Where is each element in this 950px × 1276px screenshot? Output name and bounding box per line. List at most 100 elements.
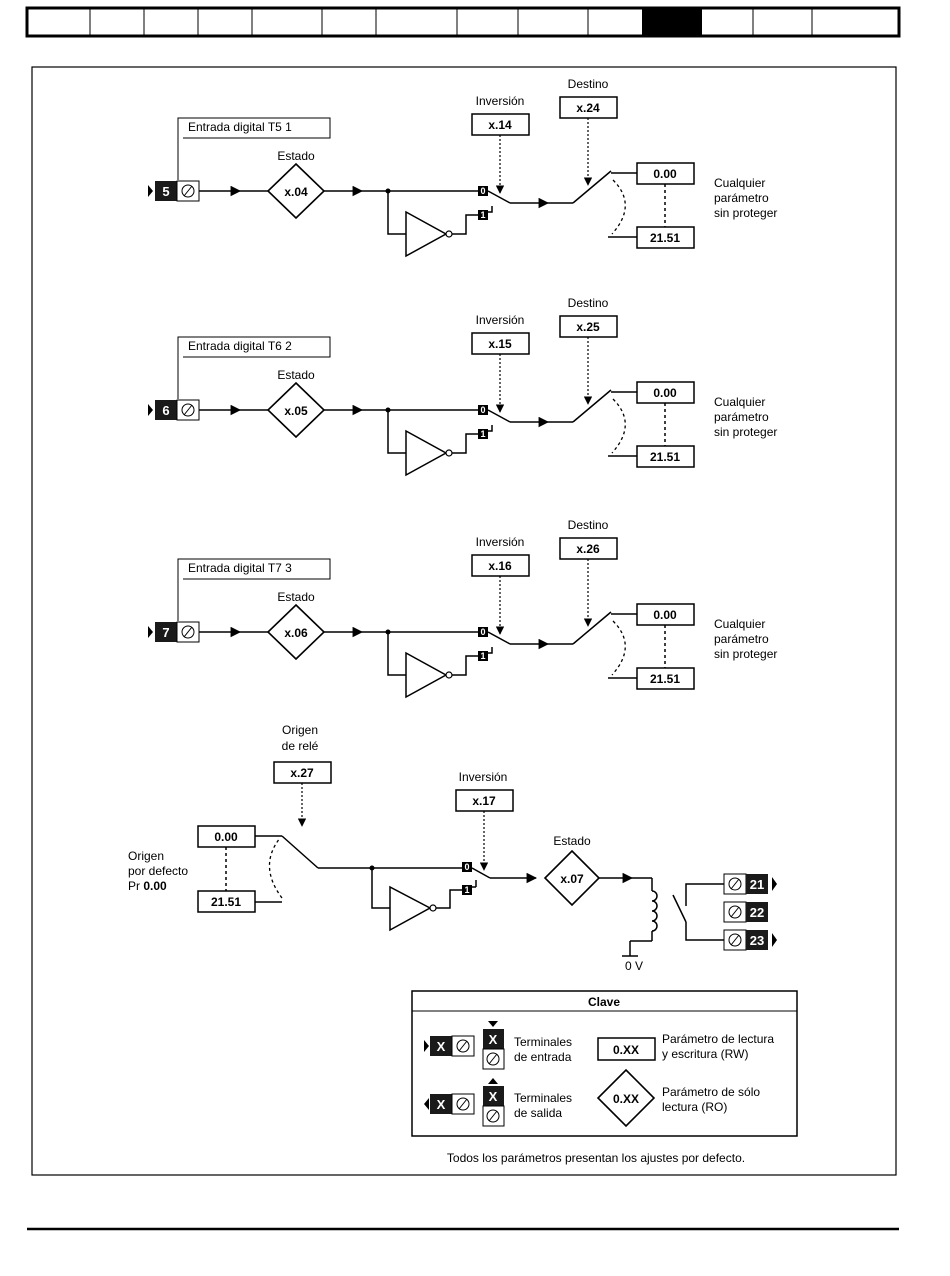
channel-7-state-param: x.06 (284, 626, 308, 640)
relay-switch-one: 1 (464, 885, 469, 895)
channel-6-state-label: Estado (277, 368, 315, 382)
input-terminal-7[interactable]: 7 (148, 621, 200, 643)
key-input-letter: X (437, 1039, 446, 1054)
channel-7-switch-one: 1 (480, 651, 485, 661)
top-tab-active (642, 8, 702, 36)
inverter-icon (405, 429, 448, 477)
key-rw-line2: y escritura (RW) (662, 1047, 748, 1061)
relay-inversion-label: Inversión (459, 770, 508, 784)
key-output-terminals-line1: Terminales (514, 1091, 572, 1105)
relay-switch-zero: 0 (464, 862, 469, 872)
channel-6-state-param: x.05 (284, 404, 308, 418)
channel-5-any-param-line2: parámetro (714, 191, 769, 205)
diagram-frame (31, 66, 897, 1176)
relay-terminal-23[interactable]: 23 (723, 929, 777, 951)
relay-terminal-21[interactable]: 21 (723, 873, 777, 895)
key-rw-line1: Parámetro de lectura (662, 1032, 774, 1046)
relay-source-label-line1: Origen (282, 723, 318, 737)
key-output-letter: X (437, 1097, 446, 1112)
channel-5-range-low: 0.00 (653, 167, 677, 181)
relay-source-label-line2: de relé (282, 739, 319, 753)
input-terminal-5[interactable]: 5 (148, 180, 200, 202)
relay-default-line1: Origen (128, 849, 164, 863)
channel-7-input-label: Entrada digital T7 3 (188, 561, 292, 575)
channel-6-range-low: 0.00 (653, 386, 677, 400)
channel-5-input-label: Entrada digital T5 1 (188, 120, 292, 134)
channel-6-inversion-param: x.15 (488, 337, 512, 351)
channel-7-inversion-label: Inversión (476, 535, 525, 549)
channel-7-any-param-line1: Cualquier (714, 617, 765, 631)
channel-6-switch-one: 1 (480, 429, 485, 439)
input-terminal-5-number: 5 (162, 184, 169, 199)
channel-6-dest-param: x.25 (576, 320, 600, 334)
relay-ground-label: 0 V (625, 959, 643, 973)
relay-section: Origen de relé x.27 0.00 21.51 Origen po… (128, 723, 777, 973)
relay-inversion-param: x.17 (472, 794, 496, 808)
relay-range-low: 0.00 (214, 830, 238, 844)
relay-coil-icon (651, 890, 658, 932)
input-terminal-6-number: 6 (162, 403, 169, 418)
key-input-terminals-line1: Terminales (514, 1035, 572, 1049)
channel-5-dest-param: x.24 (576, 101, 600, 115)
channel-6-input-label: Entrada digital T6 2 (188, 339, 292, 353)
key-output-terminals-line2: de salida (514, 1106, 562, 1120)
channel-row-5: Entrada digital T5 1 5 Estado x.04 0 1 Inversi… (148, 77, 777, 258)
channel-row-7: Entrada digital T7 3 7 Estado x.06 0 1 Inversi… (148, 518, 777, 699)
relay-terminal-22[interactable]: 22 (723, 901, 768, 923)
channel-5-switch-zero: 0 (480, 186, 485, 196)
channel-7-dest-param: x.26 (576, 542, 600, 556)
channel-row-6: Entrada digital T6 2 6 Estado x.05 0 1 Inversi… (148, 296, 777, 477)
key-ro-param: 0.XX (613, 1092, 639, 1106)
relay-state-label: Estado (553, 834, 591, 848)
channel-7-switch-zero: 0 (480, 627, 485, 637)
channel-6-switch-zero: 0 (480, 405, 485, 415)
relay-default-line3: Pr (128, 879, 143, 893)
key-input-letter-vertical: X (489, 1032, 498, 1047)
inverter-icon (405, 210, 448, 258)
channel-5-state-label: Estado (277, 149, 315, 163)
input-terminal-7-number: 7 (162, 625, 169, 640)
top-tab-bar (25, 6, 901, 38)
relay-range-high: 21.51 (211, 895, 241, 909)
relay-terminal-21-number: 21 (750, 877, 764, 892)
channel-6-dest-label: Destino (568, 296, 609, 310)
relay-source-param: x.27 (290, 766, 314, 780)
channel-5-any-param-line1: Cualquier (714, 176, 765, 190)
channel-5-inversion-param: x.14 (488, 118, 512, 132)
relay-terminal-23-number: 23 (750, 933, 764, 948)
channel-7-state-label: Estado (277, 590, 315, 604)
channel-5-state-param: x.04 (284, 185, 308, 199)
channel-5-range-high: 21.51 (650, 231, 680, 245)
relay-default-line2: por defecto (128, 864, 188, 878)
channel-5-inversion-label: Inversión (476, 94, 525, 108)
channel-6-range-high: 21.51 (650, 450, 680, 464)
key-rw-param: 0.XX (613, 1043, 639, 1057)
key-ro-line1: Parámetro de sólo (662, 1085, 760, 1099)
channel-6-any-param-line2: parámetro (714, 410, 769, 424)
channel-6-any-param-line3: sin proteger (714, 425, 777, 439)
key-legend: Clave X X Terminales de entrada X X Term… (411, 990, 798, 1137)
key-input-terminals-line2: de entrada (514, 1050, 572, 1064)
relay-contact-icon (672, 894, 687, 923)
channel-5-switch-one: 1 (480, 210, 485, 220)
key-ro-line2: lectura (RO) (662, 1100, 727, 1114)
channel-5-any-param-line3: sin proteger (714, 206, 777, 220)
relay-state-param: x.07 (560, 872, 584, 886)
channel-7-inversion-param: x.16 (488, 559, 512, 573)
channel-7-range-high: 21.51 (650, 672, 680, 686)
relay-terminal-22-number: 22 (750, 905, 764, 920)
channel-7-dest-label: Destino (568, 518, 609, 532)
inverter-icon (405, 651, 448, 699)
input-terminal-6[interactable]: 6 (148, 399, 200, 421)
key-title: Clave (588, 995, 620, 1009)
key-output-letter-vertical: X (489, 1089, 498, 1104)
channel-6-inversion-label: Inversión (476, 313, 525, 327)
footer-note: Todos los parámetros presentan los ajust… (447, 1151, 745, 1165)
svg-text:Pr 0.00: Pr 0.00 (128, 879, 167, 893)
channel-5-dest-label: Destino (568, 77, 609, 91)
channel-7-any-param-line3: sin proteger (714, 647, 777, 661)
channel-7-any-param-line2: parámetro (714, 632, 769, 646)
channel-7-range-low: 0.00 (653, 608, 677, 622)
relay-default-value: 0.00 (143, 879, 167, 893)
